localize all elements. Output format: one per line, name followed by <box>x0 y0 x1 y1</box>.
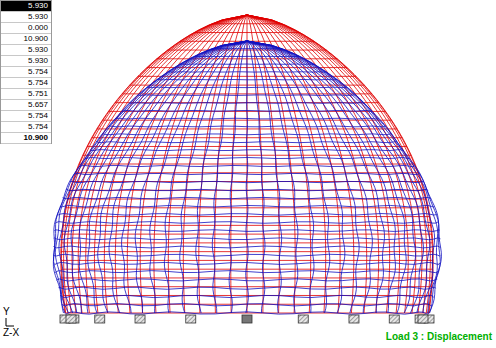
table-cell: 10.900 <box>1 34 51 45</box>
mesh <box>61 15 433 313</box>
table-cell: 0.000 <box>1 23 51 34</box>
mesh <box>53 41 441 314</box>
axis-triad <box>6 318 14 326</box>
support-symbols <box>60 315 434 323</box>
table-cell: 5.930 <box>1 1 51 12</box>
table-cell: 10.900 <box>1 133 51 144</box>
table-cell: 5.754 <box>1 78 51 89</box>
load-case-title: Load 3 : Displacement <box>386 331 492 343</box>
table-cell: 5.930 <box>1 12 51 23</box>
axis-label: Z-X <box>3 327 19 338</box>
table-cell: 5.754 <box>1 67 51 78</box>
table-cell: 5.751 <box>1 89 51 100</box>
table-cell: 5.930 <box>1 56 51 67</box>
axis-label: Y <box>3 306 10 317</box>
table-cell: 5.754 <box>1 111 51 122</box>
table-cell: 5.930 <box>1 45 51 56</box>
table-cell: 5.657 <box>1 100 51 111</box>
table-frame <box>1 1 52 144</box>
table-cell: 5.754 <box>1 122 51 133</box>
